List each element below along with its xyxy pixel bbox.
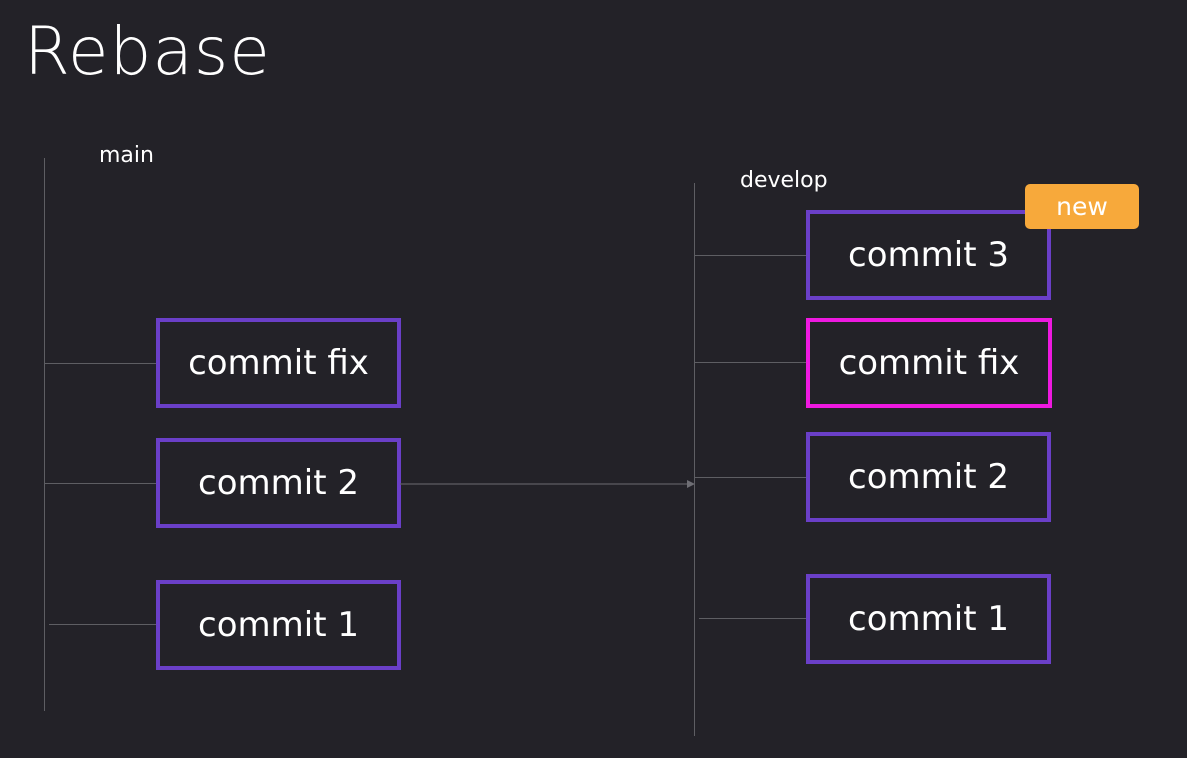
main-connector-commit-fix	[44, 363, 157, 364]
page-title: Rebase	[24, 13, 271, 90]
main-connector-commit-2	[44, 483, 157, 484]
main-connector-commit-1	[49, 624, 157, 625]
new-badge: new	[1025, 184, 1139, 229]
develop-commit-3: commit 3	[806, 210, 1051, 300]
main-commit-2: commit 2	[156, 438, 401, 528]
develop-connector-commit-2	[694, 477, 807, 478]
develop-branch-line	[694, 183, 695, 736]
develop-branch-label: develop	[740, 168, 828, 193]
develop-commit-2: commit 2	[806, 432, 1051, 522]
main-branch-label: main	[99, 143, 154, 168]
develop-connector-commit-fix	[694, 362, 807, 363]
develop-connector-commit-3	[694, 255, 807, 256]
develop-commit-fix: commit fix	[806, 318, 1052, 408]
develop-commit-1: commit 1	[806, 574, 1051, 664]
main-commit-fix: commit fix	[156, 318, 401, 408]
main-branch-line	[44, 158, 45, 711]
develop-connector-commit-1	[699, 618, 807, 619]
rebase-arrow	[400, 480, 695, 488]
main-commit-1: commit 1	[156, 580, 401, 670]
